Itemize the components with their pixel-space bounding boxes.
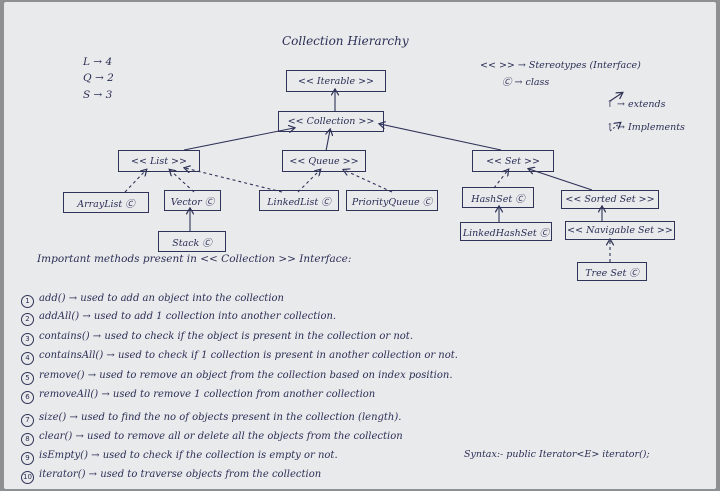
- node-vector-label: Vector Ⓒ: [170, 196, 215, 208]
- method-text: isEmpty() → used to check if the collect…: [39, 450, 338, 461]
- node-linkedhashset: LinkedHashSet Ⓒ: [460, 222, 552, 241]
- count-queue: Q → 2: [83, 72, 114, 84]
- node-priorityqueue: PriorityQueue Ⓒ: [346, 190, 438, 211]
- node-linkedlist: LinkedList Ⓒ: [259, 190, 339, 211]
- legend-extends: ↑ → extends: [606, 99, 666, 110]
- node-collection-label: << Collection >>: [287, 116, 375, 127]
- method-text: contains() → used to check if the object…: [39, 331, 414, 342]
- method-number: 10: [21, 471, 34, 484]
- method-text: size() → used to find the no of objects …: [39, 412, 402, 423]
- page-title: Collection Hierarchy: [282, 34, 409, 48]
- node-vector: Vector Ⓒ: [164, 190, 221, 211]
- node-treeset-label: Tree Set Ⓒ: [585, 267, 639, 279]
- node-iterable: << Iterable >>: [286, 70, 386, 92]
- node-linkedhashset-label: LinkedHashSet Ⓒ: [462, 227, 550, 239]
- node-sortedset: << Sorted Set >>: [561, 190, 659, 209]
- node-priorityqueue-label: PriorityQueue Ⓒ: [351, 196, 433, 208]
- method-number: 3: [21, 333, 34, 346]
- node-set-label: << Set >>: [486, 155, 540, 167]
- hierarchy-arrows: [124, 2, 716, 262]
- method-number: 1: [21, 295, 34, 308]
- count-set: S → 3: [83, 89, 113, 101]
- method-text: containsAll() → used to check if 1 colle…: [39, 350, 458, 361]
- legend-stereotype: << >> → Stereotypes (Interface): [480, 60, 641, 71]
- methods-heading: Important methods present in << Collecti…: [37, 253, 352, 265]
- node-queue-label: << Queue >>: [289, 155, 359, 167]
- method-text: clear() → used to remove all or delete a…: [39, 431, 403, 442]
- count-list: L → 4: [83, 56, 113, 68]
- node-hashset: HashSet Ⓒ: [462, 187, 534, 208]
- method-number: 5: [21, 372, 34, 385]
- node-list: << List >>: [118, 150, 200, 172]
- node-iterable-label: << Iterable >>: [297, 75, 375, 87]
- notebook-page: Collection Hierarchy L → 4 Q → 2 S → 3 <…: [4, 2, 716, 489]
- node-sortedset-label: << Sorted Set >>: [565, 194, 655, 205]
- node-queue: << Queue >>: [282, 150, 366, 172]
- method-number: 2: [21, 313, 34, 326]
- method-number: 7: [21, 414, 34, 427]
- node-navigableset-label: << Navigable Set >>: [567, 225, 673, 236]
- method-number: 9: [21, 452, 34, 465]
- node-set: << Set >>: [472, 150, 554, 172]
- node-stack-label: Stack Ⓒ: [172, 237, 212, 249]
- node-list-label: << List >>: [131, 155, 187, 167]
- node-treeset: Tree Set Ⓒ: [577, 262, 647, 281]
- method-text: add() → used to add an object into the c…: [39, 293, 284, 304]
- node-arraylist: ArrayList Ⓒ: [63, 192, 149, 213]
- method-number: 4: [21, 352, 34, 365]
- method-text: iterator() → used to traverse objects fr…: [39, 469, 322, 480]
- node-stack: Stack Ⓒ: [158, 231, 226, 252]
- syntax-note: Syntax:- public Iterator<E> iterator();: [464, 449, 650, 460]
- method-text: remove() → used to remove an object from…: [39, 370, 453, 381]
- node-navigableset: << Navigable Set >>: [565, 221, 675, 240]
- node-hashset-label: HashSet Ⓒ: [471, 193, 525, 205]
- method-text: removeAll() → used to remove 1 collectio…: [39, 389, 376, 400]
- method-number: 8: [21, 433, 34, 446]
- method-text: addAll() → used to add 1 collection into…: [39, 311, 337, 322]
- node-collection: << Collection >>: [278, 111, 384, 132]
- method-number: 6: [21, 391, 34, 404]
- legend-class: Ⓒ → class: [502, 77, 550, 88]
- node-linkedlist-label: LinkedList Ⓒ: [267, 196, 331, 208]
- node-arraylist-label: ArrayList Ⓒ: [77, 198, 135, 210]
- legend-implements: ↑ → Implements: [606, 122, 685, 133]
